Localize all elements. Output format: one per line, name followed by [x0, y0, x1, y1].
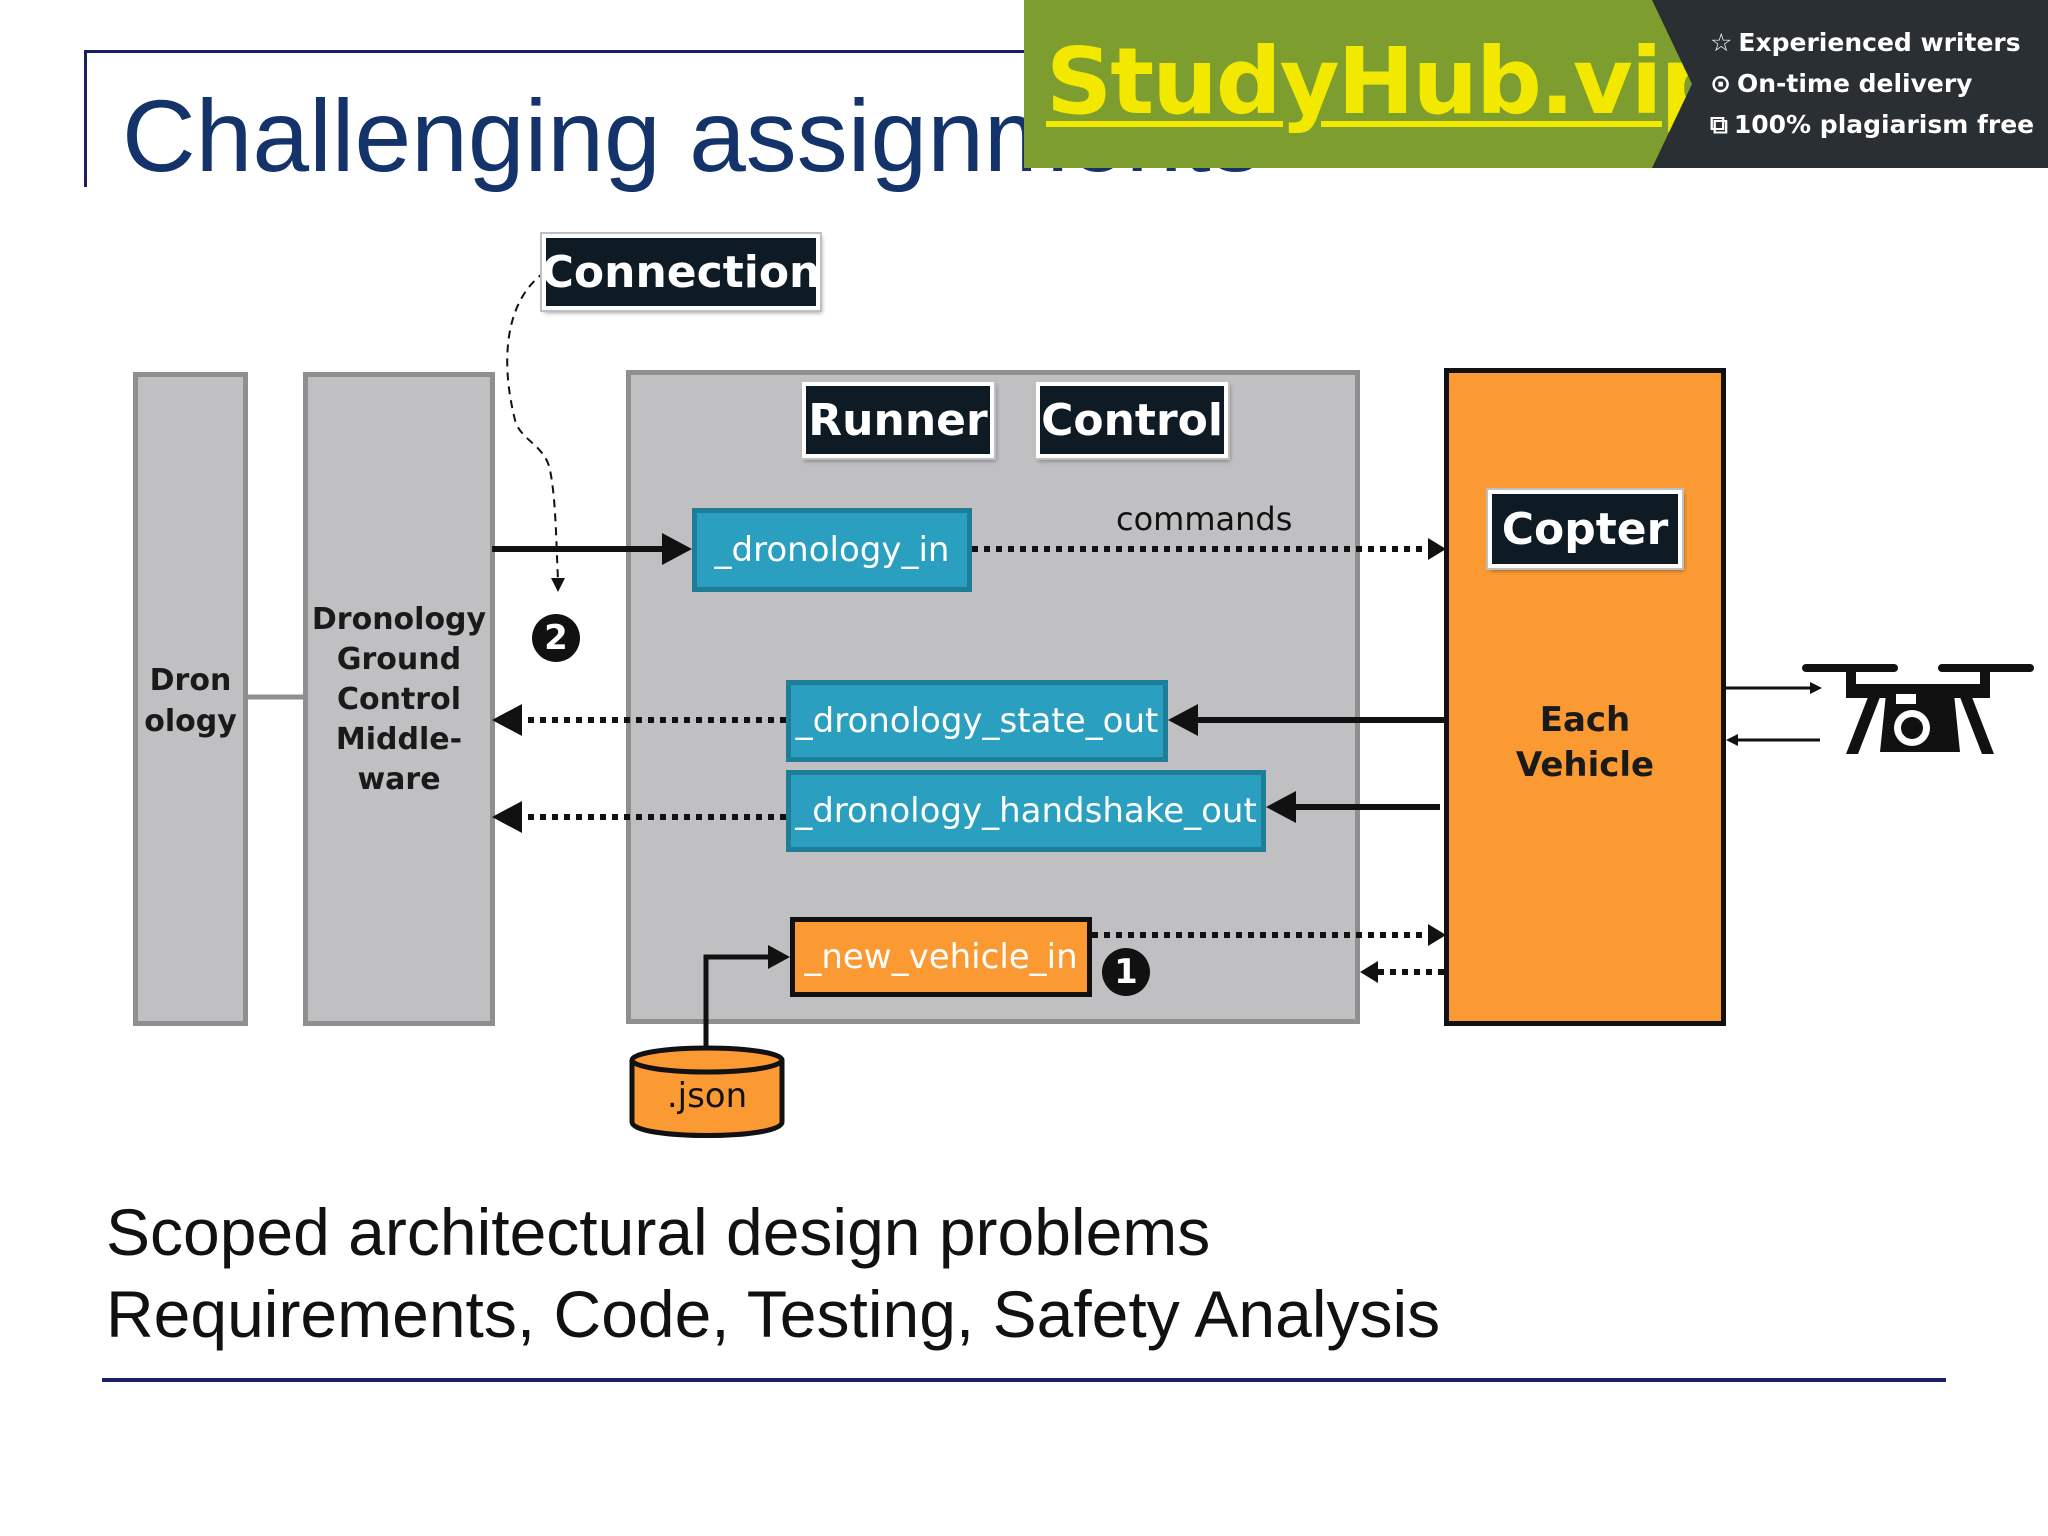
vehicle-label: Each Vehicle [1515, 700, 1655, 785]
brand-logo[interactable]: StudyHub.vip [1046, 28, 1726, 135]
topic-dronology-state-out: _dronology_state_out [786, 680, 1168, 762]
copter-tag: Copter [1486, 488, 1684, 570]
title-frame-left [84, 50, 87, 187]
connection-box [626, 370, 1360, 1024]
control-tag: Control [1034, 380, 1230, 460]
handshake-out-arrowhead [1266, 791, 1296, 823]
copter-to-drone-head [1810, 682, 1822, 694]
title-frame-top [84, 50, 1044, 53]
bullet-requirements: Requirements, Code, Testing, Safety Anal… [106, 1277, 1441, 1351]
watermark-banner[interactable]: StudyHub.vip ☆Experienced writers ⊙On-ti… [1024, 0, 2048, 168]
json-database-icon [629, 1045, 785, 1138]
commands-label: commands [1116, 500, 1293, 538]
step-1-marker: 1 [1102, 948, 1150, 996]
copy-icon: ⧉ [1710, 110, 1728, 139]
runner-tag: Runner [800, 380, 996, 460]
connection-pointer [506, 271, 559, 581]
topic-dronology-handshake-out: _dronology_handshake_out [786, 770, 1266, 852]
feature-plagiarism-free: ⧉100% plagiarism free [1710, 110, 2035, 139]
dronology-box [133, 372, 248, 1026]
banner-features-panel [1652, 0, 2048, 168]
star-icon: ☆ [1710, 28, 1733, 57]
connection-pointer-head [551, 578, 565, 592]
bottom-rule [102, 1378, 1946, 1382]
feature-experienced-writers: ☆Experienced writers [1710, 28, 2021, 57]
json-to-new-vehicle [703, 954, 772, 1050]
copter-box [1444, 368, 1726, 1026]
arrowhead-dronology-in [662, 533, 692, 565]
clock-icon: ⊙ [1710, 69, 1731, 98]
json-arrowhead [768, 945, 790, 969]
commands-arrowhead [1428, 538, 1446, 560]
feature-on-time-delivery: ⊙On-time delivery [1710, 69, 1973, 98]
middleware-box [303, 372, 495, 1026]
bullet-design-problems: Scoped architectural design problems [106, 1195, 1211, 1269]
middleware-label: Dronology Ground Control Middle- ware [311, 602, 487, 797]
step-2-marker: 2 [532, 614, 580, 662]
new-vehicle-copter-arrowhead [1428, 924, 1446, 946]
state-out-mw-arrowhead [492, 704, 522, 736]
connection-tag: Connection [540, 232, 822, 312]
handshake-mw-arrowhead [492, 801, 522, 833]
copter-back-arrowhead [1360, 961, 1378, 983]
drone-to-copter-head [1726, 734, 1738, 746]
json-label: .json [666, 1076, 748, 1116]
drone-icon [1802, 664, 2034, 754]
state-out-arrowhead [1168, 704, 1198, 736]
topic-new-vehicle-in: _new_vehicle_in [790, 917, 1092, 997]
topic-dronology-in: _dronology_in [692, 508, 972, 592]
dronology-label: Dron ology [144, 663, 237, 739]
